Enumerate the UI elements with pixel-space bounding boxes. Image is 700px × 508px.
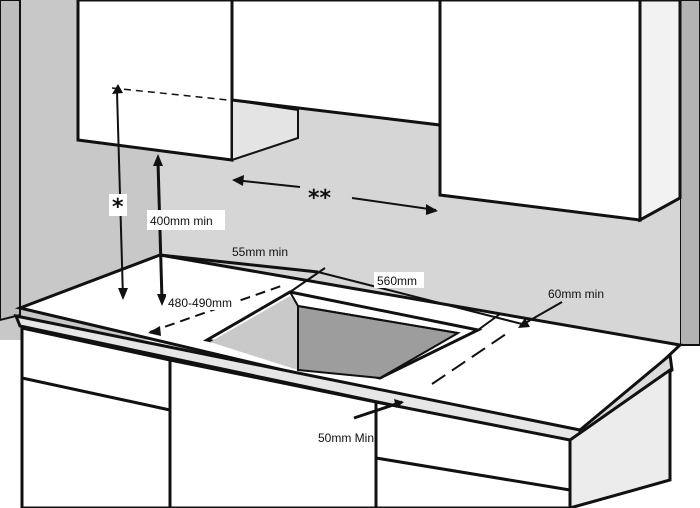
- dim-depth-right-line: [431, 333, 507, 385]
- cutout-width-label: 560mm: [377, 274, 417, 288]
- cutout-width-bg: [374, 272, 424, 288]
- upper-cabinet-left: [76, 0, 234, 162]
- base-cabinet-center: [168, 358, 378, 508]
- base-cabinet-side: [568, 367, 672, 508]
- hob-cutout-inner-edge: [289, 291, 459, 334]
- dim-asterisk-arrow-top: [112, 84, 123, 94]
- side-clearance-label: 60mm min: [548, 287, 604, 301]
- dim-400-line: [156, 161, 164, 301]
- base-cabinet-left: [20, 326, 172, 508]
- dim-double-asterisk-arrow-left: [232, 175, 244, 186]
- dim-double-asterisk-right: [351, 197, 437, 211]
- dim-400-arrow-top: [153, 154, 163, 166]
- right-side-wall: [679, 0, 700, 346]
- cutout-depth-label: 480-490mm: [168, 296, 232, 310]
- upper-cabinet-right: [438, 0, 642, 222]
- dim-depth-left-arrow: [148, 326, 161, 336]
- dim-width-tick-right: [477, 313, 501, 331]
- dim-double-asterisk-left: [233, 179, 301, 188]
- base-cabinet-right-drawer-line: [375, 456, 571, 492]
- dim-front-line: [353, 400, 403, 420]
- hob-cutout-interior: [210, 296, 298, 370]
- base-cabinet-left-drawer-line: [21, 376, 171, 412]
- reference-dashed-line: [111, 87, 229, 101]
- dim-asterisk-arrow-bottom: [118, 288, 128, 300]
- hood-clearance-bg: [147, 210, 225, 230]
- dim-rear-line: [159, 253, 319, 274]
- dim-width-line: [317, 271, 527, 326]
- double-asterisk-label: **: [308, 186, 332, 211]
- left-side-wall: [0, 0, 21, 322]
- cutout-depth-bg: [166, 294, 236, 310]
- asterisk-label-bg: [109, 194, 127, 216]
- front-clearance-label: 50mm Min: [318, 431, 374, 445]
- hood-clearance-label: 400mm min: [150, 214, 213, 228]
- dim-front-arrow: [394, 399, 404, 408]
- upper-cabinet-right-side: [638, 0, 682, 223]
- asterisk-label: *: [112, 195, 124, 220]
- dim-double-asterisk-arrow-right: [426, 204, 438, 215]
- dim-width-tick-left: [289, 267, 326, 293]
- dim-side-arrow: [518, 318, 530, 328]
- rear-clearance-label: 55mm min: [232, 245, 288, 259]
- dim-400-arrow-bottom: [157, 294, 167, 306]
